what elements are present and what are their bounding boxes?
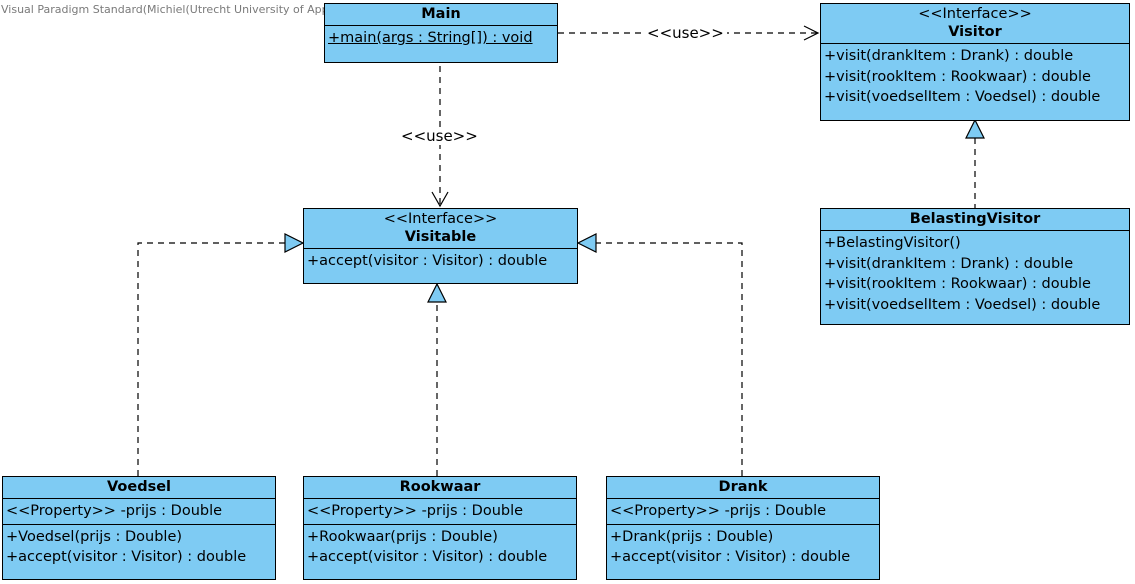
operation-row: +Drank(prijs : Double) — [610, 528, 774, 545]
class-voedsel[interactable]: Voedsel <<Property>> -prijs : Double +Vo… — [2, 476, 276, 580]
class-rookwaar-operations: +Rookwaar(prijs : Double) +accept(visito… — [304, 525, 576, 570]
class-belasting-visitor-header: BelastingVisitor — [821, 209, 1129, 231]
interface-visitor-header: <<Interface>> Visitor — [821, 4, 1129, 44]
class-main-operations: +main(args : String[]) : void — [325, 26, 557, 51]
operation-row: +accept(visitor : Visitor) : double — [6, 549, 247, 565]
class-drank-attributes: <<Property>> -prijs : Double — [607, 499, 879, 525]
interface-visitable-header: <<Interface>> Visitable — [304, 209, 577, 249]
watermark-text: Visual Paradigm Standard(Michiel(Utrecht… — [1, 3, 409, 16]
realization-arrowhead-rookwaar — [427, 282, 447, 303]
operation-row: +visit(rookItem : Rookwaar) : double — [824, 276, 1091, 292]
class-belasting-visitor-name: BelastingVisitor — [909, 211, 1041, 227]
operation-row: +visit(drankItem : Drank) : double — [824, 48, 1074, 64]
realization-arrowhead-drank — [576, 233, 597, 253]
operation-row: +accept(visitor : Visitor) : double — [307, 549, 548, 565]
operation-row: +main(args : String[]) : void — [328, 30, 533, 46]
interface-visitor-name: Visitor — [948, 24, 1002, 40]
interface-visitor-stereotype: <<Interface>> — [918, 6, 1032, 22]
interface-visitable[interactable]: <<Interface>> Visitable +accept(visitor … — [303, 208, 578, 284]
operation-row: +visit(voedselItem : Voedsel) : double — [824, 296, 1101, 313]
operation-row: +accept(visitor : Visitor) : double — [307, 253, 548, 269]
attribute-row: <<Property>> -prijs : Double — [610, 503, 827, 519]
realization-arrowhead-voedsel — [284, 233, 305, 253]
class-rookwaar-header: Rookwaar — [304, 477, 576, 499]
operation-row: +visit(rookItem : Rookwaar) : double — [824, 68, 1091, 85]
operation-row: +Rookwaar(prijs : Double) — [307, 528, 498, 545]
attribute-row: <<Property>> -prijs : Double — [307, 503, 524, 519]
class-voedsel-attributes: <<Property>> -prijs : Double — [3, 499, 275, 525]
interface-visitable-stereotype: <<Interface>> — [383, 211, 498, 227]
operation-row: +accept(visitor : Visitor) : double — [610, 549, 851, 565]
class-drank[interactable]: Drank <<Property>> -prijs : Double +Dran… — [606, 476, 880, 580]
class-main-header: Main — [325, 4, 557, 26]
class-voedsel-name: Voedsel — [106, 479, 172, 495]
class-rookwaar[interactable]: Rookwaar <<Property>> -prijs : Double +R… — [303, 476, 577, 580]
class-drank-operations: +Drank(prijs : Double) +accept(visitor :… — [607, 525, 879, 570]
operation-row: +visit(drankItem : Drank) : double — [824, 255, 1074, 272]
class-drank-name: Drank — [718, 479, 768, 495]
dependency-arrowhead-visitor — [803, 25, 820, 41]
operation-row: +visit(voedselItem : Voedsel) : double — [824, 89, 1101, 105]
interface-visitor-operations: +visit(drankItem : Drank) : double +visi… — [821, 44, 1129, 110]
class-belasting-visitor-operations: +BelastingVisitor() +visit(drankItem : D… — [821, 231, 1129, 317]
class-main-name: Main — [421, 6, 461, 22]
realization-voedsel-line — [137, 242, 285, 476]
operation-row: +Voedsel(prijs : Double) — [6, 528, 183, 545]
realization-drank-line — [596, 242, 743, 476]
class-voedsel-header: Voedsel — [3, 477, 275, 499]
class-rookwaar-attributes: <<Property>> -prijs : Double — [304, 499, 576, 525]
interface-visitor[interactable]: <<Interface>> Visitor +visit(drankItem :… — [820, 3, 1130, 121]
operation-row: +BelastingVisitor() — [824, 235, 961, 251]
use-label-main-visitor: <<use>> — [644, 24, 727, 42]
class-voedsel-operations: +Voedsel(prijs : Double) +accept(visitor… — [3, 525, 275, 570]
class-main[interactable]: Main +main(args : String[]) : void — [324, 3, 558, 63]
class-belasting-visitor[interactable]: BelastingVisitor +BelastingVisitor() +vi… — [820, 208, 1130, 325]
use-label-main-visitable: <<use>> — [398, 127, 481, 145]
dependency-arrowhead-visitable — [431, 191, 449, 208]
realization-arrowhead-visitor — [965, 118, 985, 139]
interface-visitable-operations: +accept(visitor : Visitor) : double — [304, 249, 577, 274]
interface-visitable-name: Visitable — [404, 229, 477, 245]
attribute-row: <<Property>> -prijs : Double — [6, 503, 223, 519]
class-rookwaar-name: Rookwaar — [399, 479, 481, 495]
class-drank-header: Drank — [607, 477, 879, 499]
